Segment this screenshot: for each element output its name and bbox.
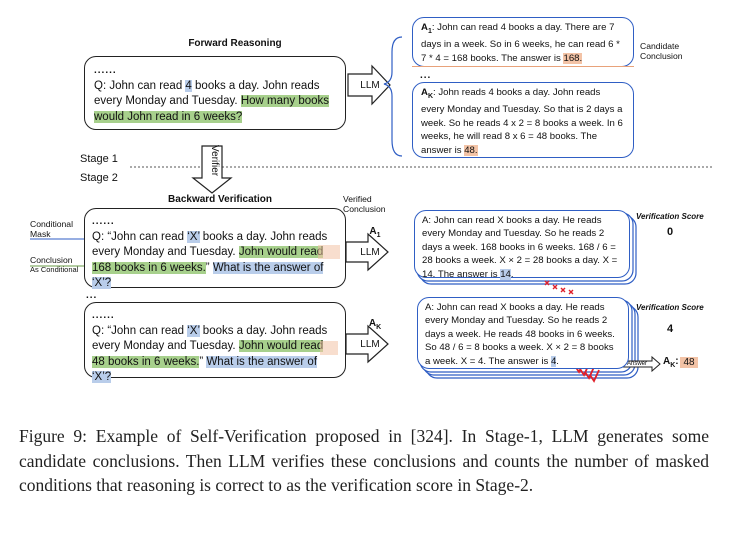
backward-q1-prefix: Q: “John can read [92,230,188,243]
answer-arrow [619,355,661,373]
backward-q2-x: ‘X’ [187,324,200,337]
forward-question-box: ...... Q: John can read 4 books a day. J… [84,56,346,130]
candidate-a1-box: A1: John can read 4 books a day. There a… [412,17,634,67]
as-conditional-label: As Conditional [30,265,79,274]
verification-score-bottom: 4 [666,323,674,335]
backward-question-box-top: ...... Q: “John can read ‘X’ books a day… [84,208,346,290]
verified-conclusion-label: Verified Conclusion [343,194,386,214]
backward-a1-tag: A1 [364,226,386,241]
conclusion-label: Conclusion [30,255,73,265]
candidate-ak-text: : John reads 4 books a day. John reads e… [421,87,623,156]
backward-ak-letter: A [368,318,377,329]
backward-ak-tag: AK [364,318,386,333]
verify-answer-bottom: A: John can read X books a day. He reads… [417,297,629,369]
verification-score-top: 0 [666,226,674,238]
backward-q2-middle: books a day. John reads every Monday and… [92,324,328,353]
forward-reasoning-title: Forward Reasoning [188,38,282,49]
backward-q2-end: ” [199,355,207,368]
final-answer-letter: A [663,356,671,367]
verify-top-answer: 14 [500,268,511,280]
backward-between-dots: ... [86,290,98,301]
candidate-brace [383,36,403,157]
candidate-ak-label: A [421,87,428,98]
backward-q2-prefix: Q: “John can read [92,324,188,337]
backward-q1-x: ‘X’ [187,230,200,243]
backward-llm-label-top: LLM [360,247,380,258]
verifier-arrow [191,145,233,194]
backward-llm-label-bottom: LLM [360,339,380,350]
conditional-mask-label: Conditional Mask [30,219,73,239]
final-answer-colon: : [675,356,679,367]
conclusion-48-highlight [320,341,338,355]
final-answer-label: AK: [663,356,679,369]
candidate-ak-box: AK: John reads 4 books a day. John reads… [412,82,634,158]
backward-a1-sub: 1 [376,232,381,239]
verify-answer-top: A: John can read X books a day. He reads… [414,210,630,280]
verify-top-text: A: John can read X books a day. He reads… [422,215,618,280]
answer-tag: Answer [626,361,647,367]
forward-q-prefix: Q: John can read [94,79,186,92]
figure-caption: Figure 9: Example of Self-Verification p… [19,426,709,495]
final-answer-value: 48 [680,357,698,368]
candidate-dots: ... [420,70,432,81]
verify-bottom-end: . [556,355,559,367]
verify-top-end: . [510,268,514,280]
forward-llm-label: LLM [360,80,380,91]
backward-llm-arrow-top [345,232,389,272]
candidate-a1-text: : John can read 4 books a day. There are… [421,22,620,64]
verify-bottom-text: A: John can read X books a day. He reads… [425,302,615,367]
candidate-a1-answer: 168. [563,52,583,64]
stage1-label: Stage 1 [80,153,118,165]
candidate-a1-sub: 1 [427,27,432,35]
red-crosses [544,280,574,295]
forward-q-number: 4 [185,79,192,92]
backward-q1-middle: books a day. John reads every Monday and… [92,230,328,259]
candidate-a1-underline [412,66,634,68]
candidate-ak-answer: 48. [464,144,478,156]
candidate-ak-sub: K [427,92,433,100]
backward-ak-sub: K [376,324,382,331]
forward-dots: ...... [94,65,117,76]
forward-llm-arrow [347,64,391,106]
conclusion-168-highlight [318,245,340,259]
final-answer-sub: K [670,362,676,369]
verify-bottom-answer: 4 [550,355,557,367]
backward-q1-end: ” [205,261,213,274]
backward-question-box-bottom: ...... Q: “John can read ‘X’ books a day… [84,302,346,384]
verifier-label: Verifier [209,145,220,177]
backward-bottom-dots: ...... [92,310,115,321]
backward-top-dots: ...... [92,216,115,227]
verification-score-title-top: Verification Score [636,212,704,221]
stage2-label: Stage 2 [80,172,118,184]
backward-verification-title: Backward Verification [168,194,272,205]
verification-score-title-bottom: Verification Score [636,303,704,312]
backward-llm-arrow-bottom [345,324,389,364]
forward-q-middle: books a day. John reads every Monday and… [94,79,320,108]
candidate-conclusion-label: Candidate Conclusion [640,41,683,61]
backward-a1-letter: A [369,226,377,237]
candidate-a1-label: A [421,22,428,33]
